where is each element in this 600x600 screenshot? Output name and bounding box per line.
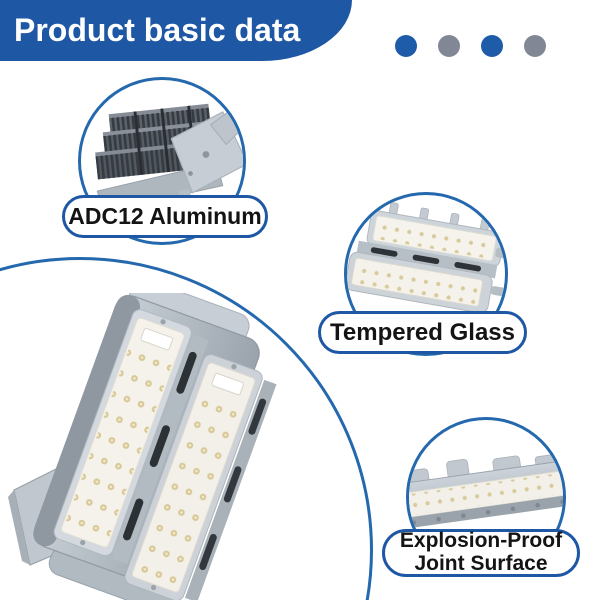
label-joint-line2: Joint Surface (414, 552, 548, 575)
pagination-dot-icon (438, 35, 460, 57)
pagination-dot-icon (481, 35, 503, 57)
fixture-body (33, 293, 277, 600)
label-pill-glass: Tempered Glass (318, 311, 527, 354)
fixture-joint-image (409, 454, 563, 531)
led-street-light-image (8, 293, 277, 600)
header-banner: Product basic data (0, 0, 352, 61)
led-module-left (53, 309, 192, 557)
pagination-dot-icon (524, 35, 546, 57)
page-title: Product basic data (14, 12, 301, 48)
pagination-dots (395, 35, 546, 57)
label-aluminum: ADC12 Aluminum (68, 203, 262, 230)
label-pill-joint: Explosion-Proof Joint Surface (382, 529, 580, 577)
led-modules-image (347, 202, 505, 314)
label-glass: Tempered Glass (330, 318, 515, 346)
pagination-dot-icon (395, 35, 417, 57)
label-pill-aluminum: ADC12 Aluminum (62, 195, 268, 238)
label-joint-line1: Explosion-Proof (399, 529, 563, 553)
led-module-right (124, 354, 263, 600)
callout-circle-joint (406, 417, 566, 577)
